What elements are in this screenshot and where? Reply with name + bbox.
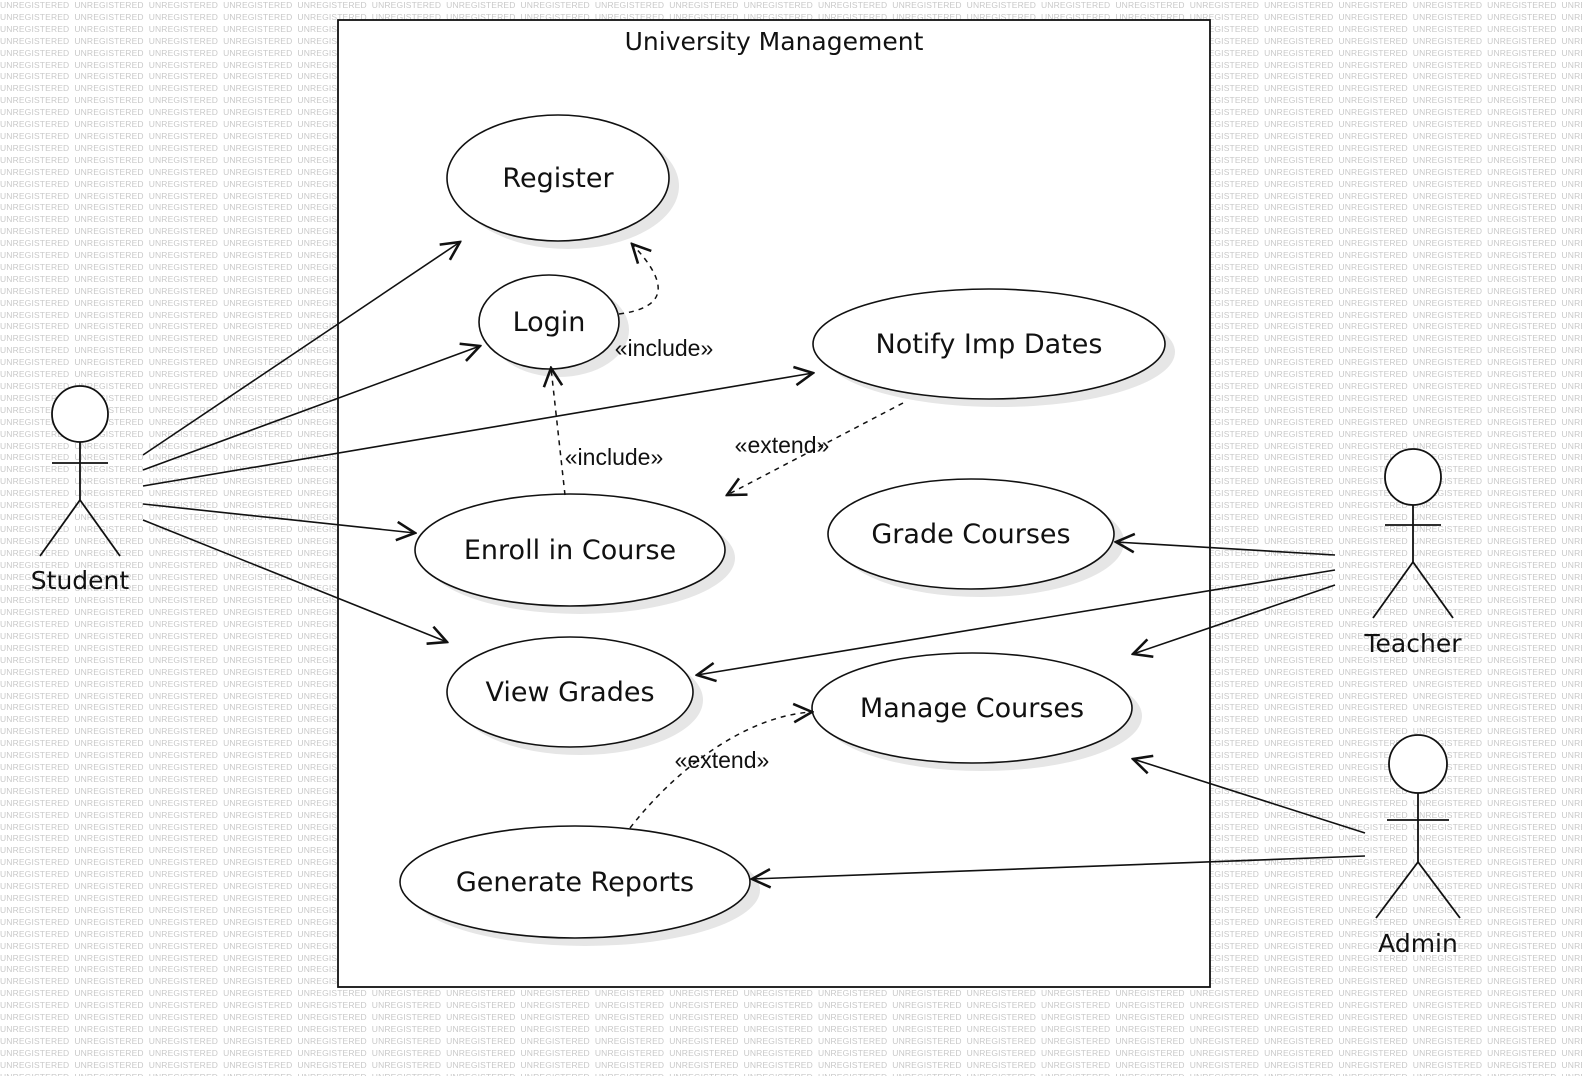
use-case-enroll-in-course[interactable]: Enroll in Course xyxy=(414,493,735,614)
student-head xyxy=(51,385,109,443)
assoc-student-enroll[interactable] xyxy=(142,503,415,533)
stereotype-include-enroll-login: «include» xyxy=(565,444,663,470)
stereotype-extend-reports-manage: «extend» xyxy=(675,747,770,773)
use-case-manage-courses[interactable]: Manage Courses xyxy=(811,652,1142,771)
assoc-teacher-manage[interactable] xyxy=(1133,584,1336,654)
use-case-view-grades[interactable]: View Grades xyxy=(446,636,703,755)
assoc-admin-manage[interactable] xyxy=(1133,759,1366,834)
assoc-student-register[interactable] xyxy=(142,242,460,456)
assoc-student-notify[interactable] xyxy=(142,373,813,487)
use-case-notify-imp-dates[interactable]: Notify Imp Dates xyxy=(812,288,1175,407)
admin-head xyxy=(1388,734,1448,794)
use-case-grade-courses[interactable]: Grade Courses xyxy=(827,478,1124,597)
use-case-generate-reports[interactable]: Generate Reports xyxy=(399,825,760,946)
stereotype-include-login-register: «include» xyxy=(615,335,713,361)
assoc-teacher-view-grades[interactable] xyxy=(697,569,1336,675)
assoc-student-login[interactable] xyxy=(142,346,480,471)
use-case-reports-label: Generate Reports xyxy=(456,867,694,898)
use-case-login[interactable]: Login xyxy=(478,274,629,377)
use-case-enroll-label: Enroll in Course xyxy=(464,535,676,566)
include-enroll-login[interactable] xyxy=(551,368,566,496)
actor-student-label: Student xyxy=(31,566,130,595)
extend-notify-enroll[interactable] xyxy=(727,402,904,495)
assoc-student-view-grades[interactable] xyxy=(142,519,447,642)
assoc-admin-reports[interactable] xyxy=(752,855,1366,879)
use-case-notify-label: Notify Imp Dates xyxy=(876,329,1103,360)
actor-teacher[interactable] xyxy=(1372,448,1454,619)
teacher-head xyxy=(1384,448,1442,506)
actor-admin[interactable] xyxy=(1375,734,1461,919)
actor-teacher-label: Teacher xyxy=(1364,629,1463,658)
actor-admin-label: Admin xyxy=(1378,929,1458,958)
assoc-teacher-grade[interactable] xyxy=(1116,542,1336,556)
use-case-register-label: Register xyxy=(502,163,614,194)
actor-student[interactable] xyxy=(39,385,121,557)
extend-reports-manage[interactable] xyxy=(629,712,812,829)
use-case-grade-label: Grade Courses xyxy=(871,519,1070,550)
include-login-register[interactable] xyxy=(618,244,659,315)
use-case-manage-label: Manage Courses xyxy=(860,693,1084,724)
stereotype-extend-notify-enroll: «extend» xyxy=(735,432,830,458)
system-title: University Management xyxy=(625,27,924,56)
use-case-login-label: Login xyxy=(513,307,586,338)
use-case-view-grades-label: View Grades xyxy=(485,677,654,708)
use-case-register[interactable]: Register xyxy=(446,114,679,249)
